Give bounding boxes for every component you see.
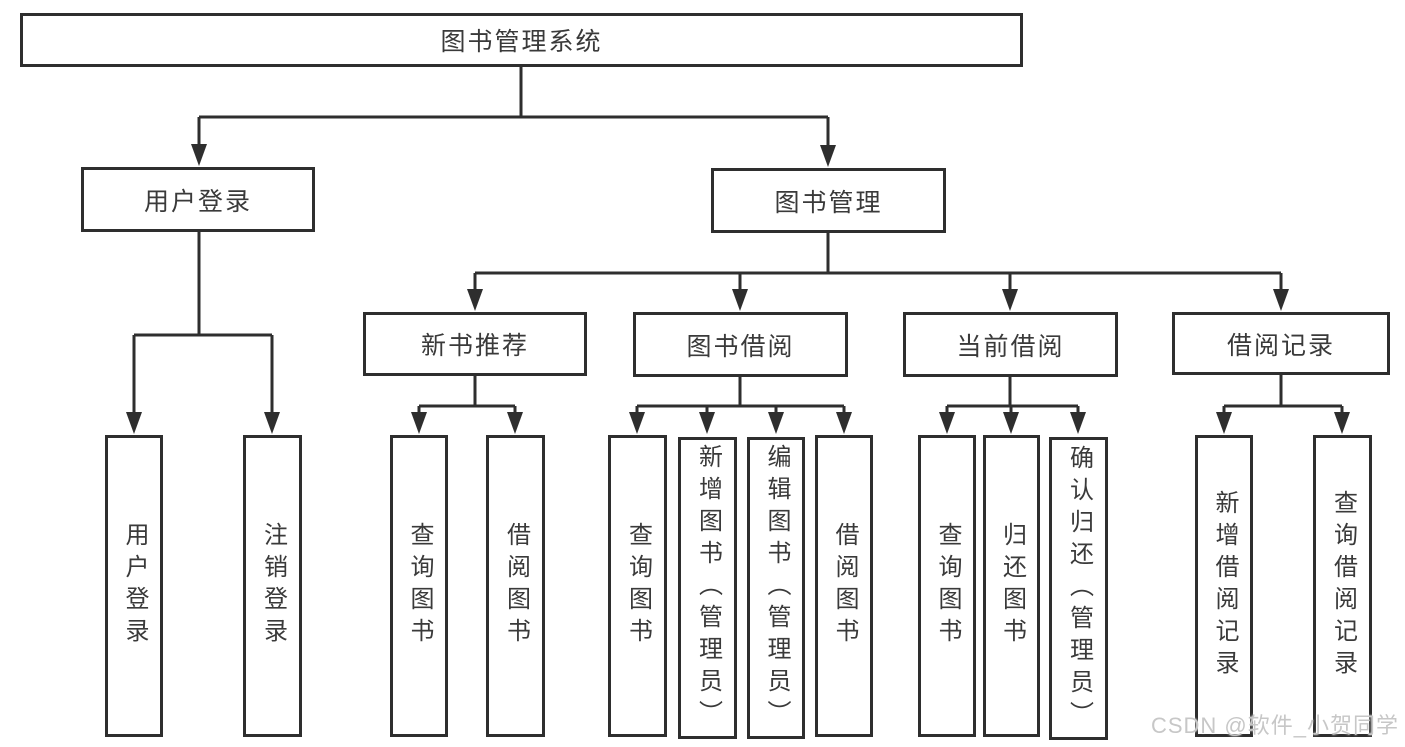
- leaf-current-return-book: 归还图书: [983, 435, 1040, 737]
- leaf-borrow-edit-book-admin-label: 编辑图书（管理员）: [763, 444, 790, 732]
- arrowheads: [126, 144, 1350, 434]
- leaf-borrow-query-book-label: 查询图书: [624, 522, 652, 650]
- leaf-newbooks-borrow-book-label: 借阅图书: [502, 522, 530, 650]
- leaf-newbooks-borrow-book: 借阅图书: [486, 435, 545, 737]
- leaf-records-query-record: 查询借阅记录: [1313, 435, 1372, 737]
- leaf-records-add-record-label: 新增借阅记录: [1211, 490, 1238, 682]
- node-user-login-label: 用户登录: [143, 187, 252, 216]
- node-current-borrowing-label: 当前借阅: [956, 332, 1065, 361]
- node-borrowing-records-label: 借阅记录: [1226, 331, 1335, 360]
- node-root-label: 图书管理系统: [440, 28, 603, 56]
- leaf-newbooks-query-book: 查询图书: [390, 435, 448, 737]
- leaf-current-confirm-return-admin-label: 确认归还（管理员）: [1065, 444, 1093, 733]
- leaf-borrow-borrow-book: 借阅图书: [815, 435, 873, 737]
- leaf-records-add-record: 新增借阅记录: [1195, 435, 1253, 737]
- leaf-user-login-label: 用户登录: [121, 522, 148, 650]
- leaf-current-query-book-label: 查询图书: [934, 522, 961, 650]
- leaf-newbooks-query-book-label: 查询图书: [406, 522, 433, 650]
- leaf-borrow-add-book-admin-label: 新增图书（管理员）: [694, 444, 722, 732]
- leaf-logout: 注销登录: [243, 435, 302, 737]
- leaf-current-return-book-label: 归还图书: [998, 522, 1026, 650]
- node-book-management-label: 图书管理: [774, 188, 883, 217]
- node-book-borrowing: 图书借阅: [633, 312, 848, 377]
- node-book-borrowing-label: 图书借阅: [686, 332, 795, 361]
- leaf-borrow-borrow-book-label: 借阅图书: [831, 522, 858, 650]
- leaf-current-query-book: 查询图书: [918, 435, 976, 737]
- leaf-borrow-edit-book-admin: 编辑图书（管理员）: [747, 437, 805, 739]
- node-book-management: 图书管理: [711, 168, 946, 233]
- leaf-borrow-add-book-admin: 新增图书（管理员）: [678, 437, 737, 739]
- node-user-login: 用户登录: [81, 167, 315, 232]
- leaf-records-query-record-label: 查询借阅记录: [1329, 490, 1357, 682]
- node-borrowing-records: 借阅记录: [1172, 312, 1390, 375]
- leaf-borrow-query-book: 查询图书: [608, 435, 667, 737]
- leaf-current-confirm-return-admin: 确认归还（管理员）: [1049, 437, 1108, 740]
- leaf-user-login: 用户登录: [105, 435, 163, 737]
- node-current-borrowing: 当前借阅: [903, 312, 1118, 377]
- leaf-logout-label: 注销登录: [259, 522, 287, 650]
- node-new-book-recommendation: 新书推荐: [363, 312, 587, 376]
- node-root-library-management-system: 图书管理系统: [20, 13, 1023, 67]
- node-new-book-recommendation-label: 新书推荐: [420, 332, 529, 360]
- csdn-watermark: CSDN @软件_小贺同学: [1150, 713, 1399, 738]
